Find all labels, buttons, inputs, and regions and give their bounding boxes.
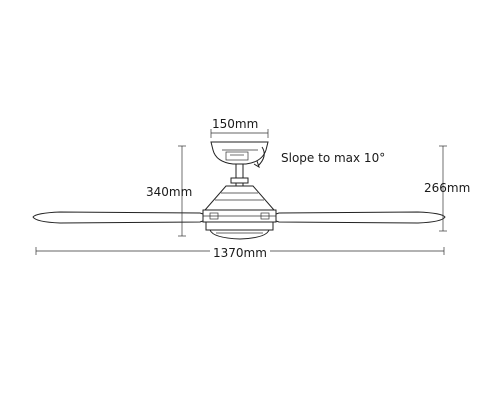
slope-indicator <box>253 146 265 169</box>
canopy-width-label: 150mm <box>212 117 259 131</box>
body-height-label: 266mm <box>424 181 471 195</box>
drop-dimension <box>178 145 186 237</box>
drop-height-label: 340mm <box>146 185 193 199</box>
light-kit <box>205 221 274 240</box>
span-label: 1370mm <box>210 247 270 259</box>
canopy <box>210 141 269 165</box>
motor-housing <box>202 185 277 223</box>
slope-note-label: Slope to max 10° <box>281 151 386 165</box>
body-dimension <box>439 145 447 232</box>
fan-blades <box>32 211 446 224</box>
canopy-dimension <box>210 129 269 138</box>
